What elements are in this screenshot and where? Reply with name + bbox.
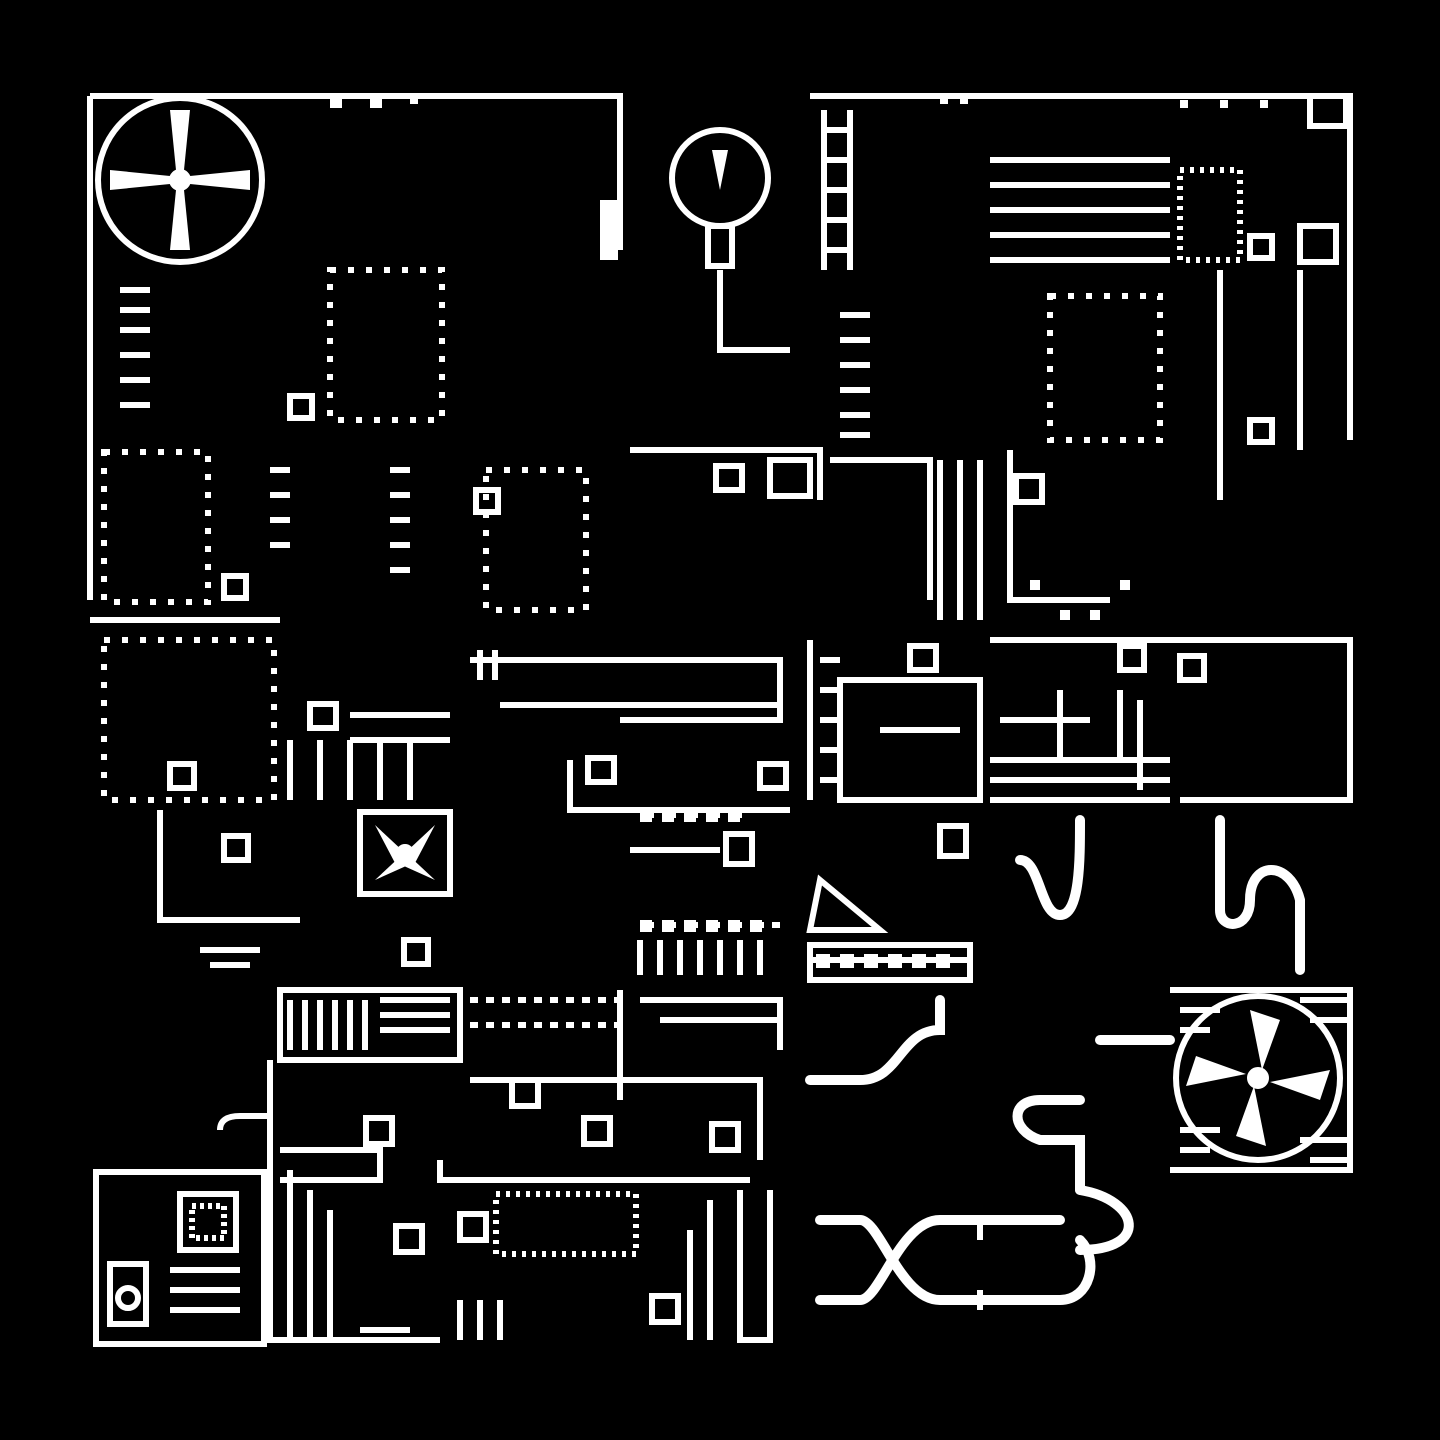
display-icon — [177, 1191, 239, 1253]
chip-icon — [1047, 293, 1275, 445]
gauge-icon — [669, 127, 790, 353]
coil-icon — [805, 815, 1305, 1305]
fan-icon — [1173, 993, 1343, 1163]
fan-icon — [95, 95, 265, 265]
pixel-dots — [330, 96, 1268, 968]
chip-icon — [473, 467, 589, 613]
circuit-layer — [87, 93, 1353, 1347]
fan-icon — [357, 809, 453, 897]
chip-icon — [287, 267, 445, 423]
chip-icon — [101, 449, 249, 605]
